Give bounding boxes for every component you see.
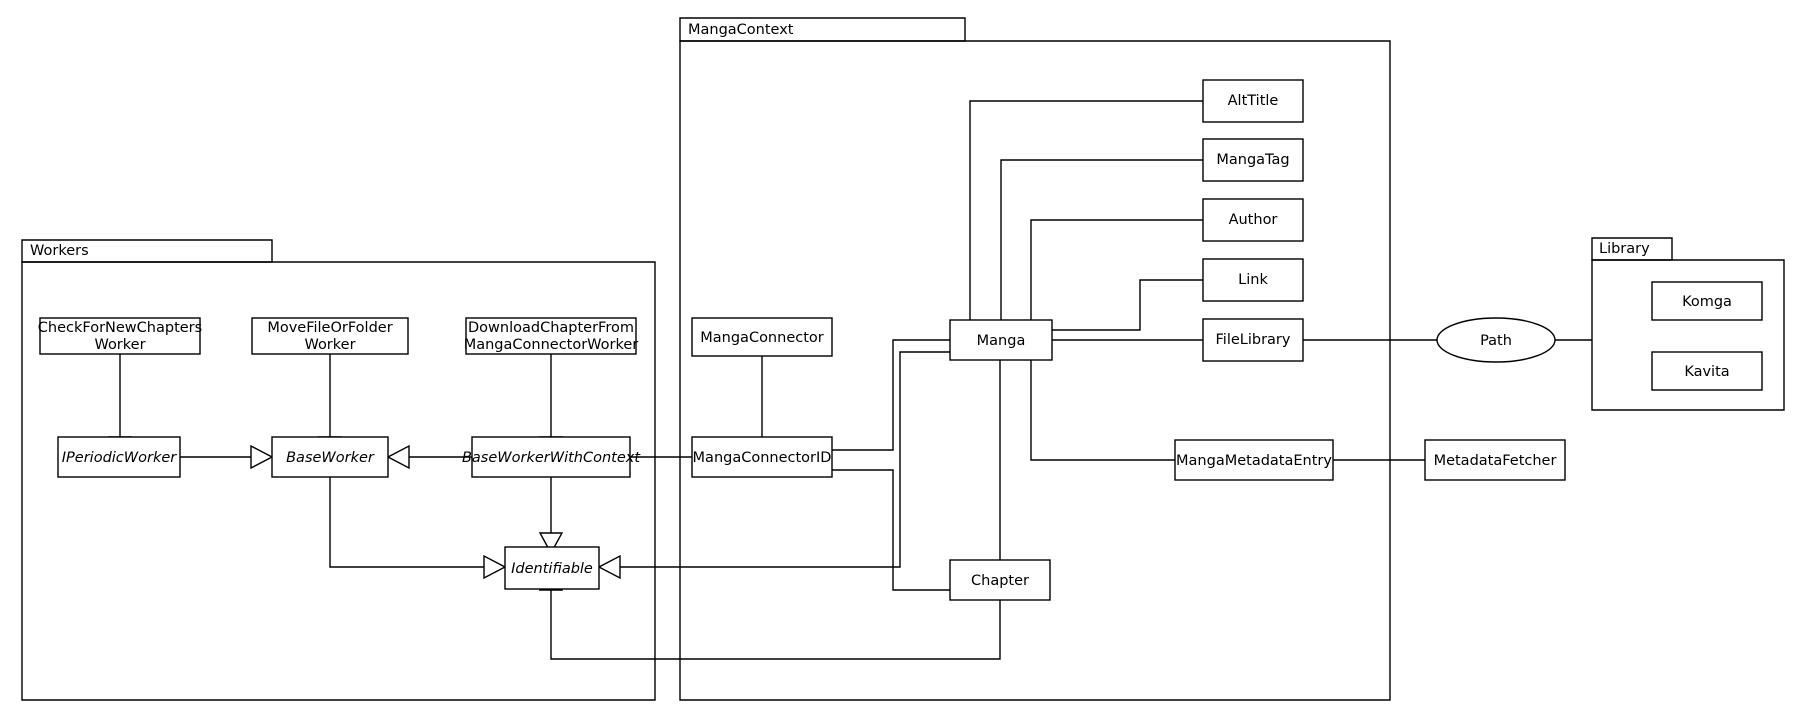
node-komga[interactable]: Komga — [1651, 281, 1763, 321]
node-label: Kavita — [1684, 364, 1729, 380]
package-workers: Workers — [21, 239, 656, 701]
node-label: Link — [1238, 272, 1268, 288]
node-box — [1651, 351, 1763, 391]
package-library: Library — [1591, 237, 1785, 411]
node-move-file-or-folder-worker[interactable]: MoveFileOrFolder Worker — [251, 317, 409, 355]
arrowhead-baseworker-from-context — [386, 444, 410, 470]
node-label: Author — [1229, 212, 1278, 228]
arrowhead-identifiable-from-manga — [597, 554, 621, 580]
node-label: MangaConnector — [700, 330, 824, 346]
package-mangacontext-body — [679, 40, 1391, 701]
node-box — [57, 436, 181, 478]
node-label: AltTitle — [1228, 93, 1279, 109]
node-box — [1174, 439, 1334, 481]
node-label-line2: Worker — [304, 337, 355, 353]
node-kavita[interactable]: Kavita — [1651, 351, 1763, 391]
edge-layer — [119, 100, 1592, 660]
package-mangacontext: MangaContext — [679, 17, 1391, 701]
package-workers-body — [21, 261, 656, 701]
node-download-chapter-from-manga-connector-worker[interactable]: DownloadChapterFrom MangaConnectorWorker — [464, 317, 639, 355]
node-box — [1202, 318, 1304, 362]
node-label: BaseWorkerWithContext — [462, 450, 641, 466]
node-label-line1: CheckForNewChapters — [38, 320, 202, 336]
node-box — [1202, 258, 1304, 302]
node-mangatag[interactable]: MangaTag — [1202, 138, 1304, 182]
node-mangaconnectorid[interactable]: MangaConnectorID — [691, 436, 833, 478]
node-iperiodicworker[interactable]: IPeriodicWorker — [57, 436, 181, 478]
node-box — [949, 319, 1053, 361]
node-ellipse — [1436, 317, 1556, 363]
package-workers-label: Workers — [30, 243, 89, 259]
node-mangaconnector[interactable]: MangaConnector — [691, 317, 833, 357]
node-box — [1202, 198, 1304, 242]
node-box — [1651, 281, 1763, 321]
node-link[interactable]: Link — [1202, 258, 1304, 302]
node-label: MangaTag — [1216, 152, 1289, 168]
node-box — [251, 317, 409, 355]
edge-manga-to-identifiable — [620, 351, 950, 568]
node-box — [1202, 79, 1304, 123]
edge-mangaconnectorid-to-chapter — [832, 469, 950, 591]
node-box — [271, 436, 389, 478]
node-label: MangaMetadataEntry — [1176, 453, 1332, 469]
arrowhead-identifiable-from-baseworker — [483, 554, 507, 580]
node-box — [39, 317, 201, 355]
edge-baseworker-to-identifiable — [329, 477, 484, 568]
node-box — [465, 317, 637, 355]
node-label: Manga — [977, 333, 1026, 349]
node-chapter[interactable]: Chapter — [949, 559, 1051, 601]
node-label-line1: DownloadChapterFrom — [468, 320, 634, 336]
node-label: MetadataFetcher — [1434, 453, 1557, 469]
node-label: BaseWorker — [286, 450, 375, 466]
node-box — [691, 436, 833, 478]
node-baseworker[interactable]: BaseWorker — [271, 436, 389, 478]
node-label: Chapter — [971, 573, 1029, 589]
node-label-line1: MoveFileOrFolder — [267, 320, 392, 336]
node-identifiable[interactable]: Identifiable — [504, 546, 600, 590]
node-label-line2: Worker — [94, 337, 145, 353]
package-library-body — [1591, 259, 1785, 411]
node-box — [949, 559, 1051, 601]
edge-mangaconnectorid-to-manga — [832, 339, 950, 451]
node-manga[interactable]: Manga — [949, 319, 1053, 361]
node-label: Identifiable — [511, 561, 593, 577]
edge-manga-to-mangatag — [1000, 159, 1203, 320]
node-label: MangaConnectorID — [693, 450, 832, 466]
node-box — [1202, 138, 1304, 182]
node-box — [691, 317, 833, 357]
edge-chapter-to-identifiable — [550, 590, 1001, 660]
package-library-label: Library — [1599, 241, 1650, 257]
node-label: FileLibrary — [1216, 332, 1291, 348]
arrowhead-identifiable-from-context — [538, 532, 564, 555]
node-alttitle[interactable]: AltTitle — [1202, 79, 1304, 123]
node-label: IPeriodicWorker — [62, 450, 177, 466]
edge-manga-to-link — [1052, 279, 1203, 331]
edge-manga-to-author — [1030, 219, 1203, 320]
node-box — [504, 546, 600, 590]
node-label-line2: MangaConnectorWorker — [464, 337, 639, 353]
node-path[interactable]: Path — [1436, 317, 1556, 363]
edge-manga-to-mangametadataentry — [1030, 360, 1175, 461]
node-metadatafetcher[interactable]: MetadataFetcher — [1424, 439, 1566, 481]
node-label: Path — [1480, 333, 1512, 349]
node-box — [1424, 439, 1566, 481]
node-author[interactable]: Author — [1202, 198, 1304, 242]
edge-manga-to-alttitle — [969, 100, 1203, 320]
node-filelibrary[interactable]: FileLibrary — [1202, 318, 1304, 362]
package-mangacontext-label: MangaContext — [688, 22, 794, 38]
node-mangametadataentry[interactable]: MangaMetadataEntry — [1174, 439, 1334, 481]
node-box — [471, 436, 631, 478]
node-label: Komga — [1682, 294, 1732, 310]
node-check-for-new-chapters-worker[interactable]: CheckForNewChapters Worker — [38, 317, 202, 355]
node-baseworkerwithcontext[interactable]: BaseWorkerWithContext — [462, 436, 641, 478]
arrowhead-baseworker-from-iperiodicworker — [250, 444, 274, 470]
